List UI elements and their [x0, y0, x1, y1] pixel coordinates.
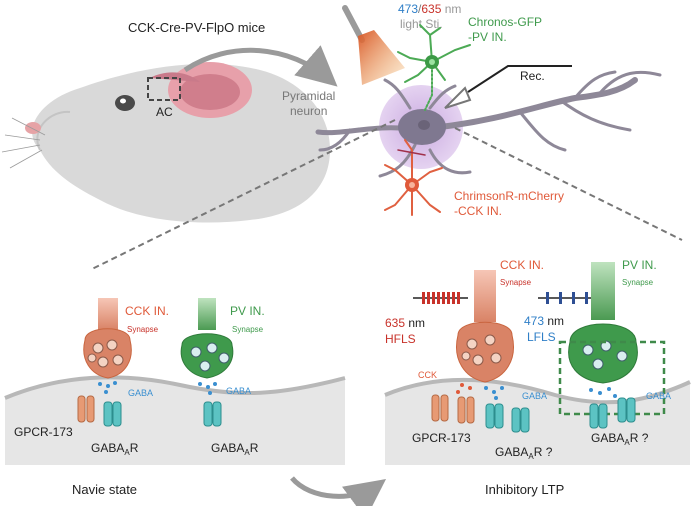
ltp-gpcr-receptor-2: [457, 396, 475, 424]
hfls-label: HFLS: [385, 332, 416, 346]
ltp-gabaa-receptor-1: [485, 403, 504, 429]
naive-gabaar-label-2: GABAAR: [211, 441, 259, 457]
naive-pv-terminal: [180, 333, 234, 379]
ltp-cck-peptide-label: CCK: [418, 370, 437, 380]
ltp-panel: 635 nm HFLS 473 nm LFLS CCK IN. Synapse …: [384, 258, 691, 497]
cck-label-line1: ChrimsonR-mCherry: [454, 189, 564, 203]
recording-wire: [467, 65, 572, 93]
recording-label: Rec.: [520, 69, 545, 83]
ltp-pv-highlight-box: [558, 340, 666, 416]
ltp-pv-label: PV IN.: [622, 258, 657, 272]
pyramidal-label-line2: neuron: [290, 104, 327, 118]
ltp-gpcr-receptor-1: [431, 394, 449, 422]
naive-pv-label: PV IN.: [230, 304, 265, 318]
hfls-pulse-train: [422, 292, 460, 304]
ltp-cck-synapse: Synapse: [500, 278, 532, 287]
naive-gabaa-receptor-2: [203, 401, 222, 427]
ltp-cck-release: [456, 383, 472, 394]
ltp-gaba-label-1: GABA: [522, 391, 547, 401]
pv-label-line1: Chronos-GFP: [468, 15, 542, 29]
auditory-cortex-box: [147, 77, 181, 101]
naive-gpcr-receptor: [77, 395, 95, 423]
naive-gabaa-receptor-1: [103, 401, 122, 427]
naive-cck-synapse: Synapse: [127, 325, 159, 334]
naive-gpcr-label: GPCR-173: [14, 425, 73, 439]
transition-arrow: [290, 476, 387, 506]
ltp-gpcr-label: GPCR-173: [412, 431, 471, 445]
zoom-line-right: [454, 127, 683, 241]
lfls-wavelength: 473 nm: [524, 314, 564, 328]
lfls-label: LFLS: [527, 330, 556, 344]
pyramidal-label-line1: Pyramidal: [282, 89, 335, 103]
light-stim-label: light Sti.: [400, 17, 443, 31]
ltp-caption: Inhibitory LTP: [485, 482, 564, 497]
ltp-cck-terminal: [456, 321, 514, 383]
mouse-title: CCK-Cre-PV-FlpO mice: [128, 20, 265, 35]
ltp-gabaa-receptor-3: [589, 403, 608, 429]
auditory-cortex-label: AC: [156, 105, 173, 119]
ltp-gabaar-label-2: GABAAR ?: [591, 431, 649, 447]
ltp-pv-synapse: Synapse: [622, 278, 654, 287]
naive-gaba-label-1: GABA: [128, 388, 153, 398]
ltp-gabaa-receptor-2: [511, 407, 530, 433]
ltp-pv-terminal: [568, 323, 638, 384]
ltp-gaba-label-2: GABA: [646, 391, 671, 401]
recording-panel: 473/635 nm light Sti. Pyramidal neuron: [282, 2, 662, 218]
lfls-pulse-train: [546, 292, 588, 304]
light-beam: [358, 30, 405, 85]
naive-pv-synapse: Synapse: [232, 325, 264, 334]
recording-electrode-icon: [444, 86, 472, 109]
zoom-arrow: [183, 45, 338, 87]
ltp-gaba-release: [484, 386, 617, 400]
naive-gabaar-label-1: GABAAR: [91, 441, 139, 457]
naive-cck-label: CCK IN.: [125, 304, 169, 318]
pyramidal-neuron: [315, 70, 662, 178]
ltp-gabaar-label-1: GABAAR ?: [495, 445, 553, 461]
ltp-gabaa-receptor-4: [617, 397, 636, 423]
naive-gaba-release: [98, 381, 217, 395]
light-fiber-icon: [342, 5, 365, 43]
naive-caption: Navie state: [72, 482, 137, 497]
light-stim-wavelength: 473/635 nm: [398, 2, 461, 16]
ltp-cck-label: CCK IN.: [500, 258, 544, 272]
naive-cck-terminal: [83, 328, 132, 379]
cck-label-line2: -CCK IN.: [454, 204, 502, 218]
mouse-illustration: CCK-Cre-PV-FlpO mice AC: [1, 20, 338, 223]
naive-gaba-label-2: GABA: [226, 386, 251, 396]
naive-state-panel: CCK IN. Synapse PV IN. Synapse GABA GABA: [4, 298, 346, 497]
zoom-line-left: [89, 119, 396, 271]
hfls-wavelength: 635 nm: [385, 316, 425, 330]
pv-label-line2: -PV IN.: [468, 30, 507, 44]
